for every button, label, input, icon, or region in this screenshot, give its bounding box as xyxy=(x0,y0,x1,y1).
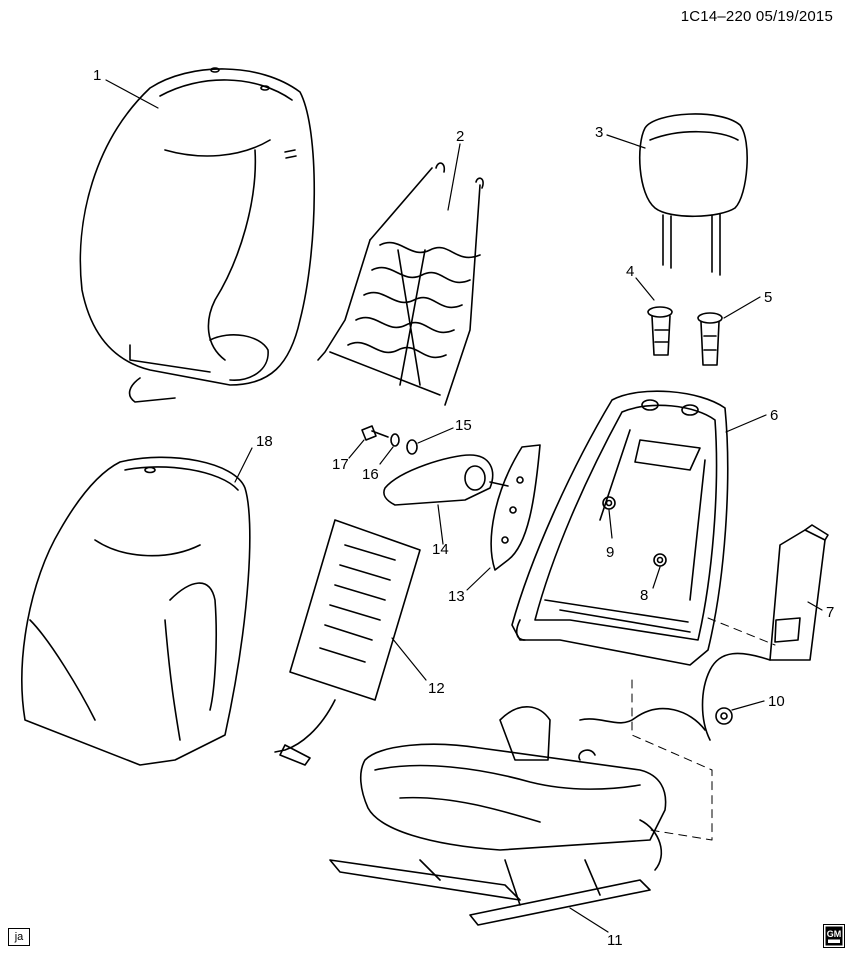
diagram-reference-code: 1C14–220 05/19/2015 xyxy=(680,8,833,25)
part-seatback-cover-upper xyxy=(79,67,316,403)
callout-16: 16 xyxy=(362,466,379,483)
part-suspension-wire xyxy=(317,162,484,406)
callout-18: 18 xyxy=(256,433,273,450)
part-bolt-17 xyxy=(361,425,389,441)
part-washer-15 xyxy=(406,439,418,455)
part-seat-cushion-assembly xyxy=(329,706,706,926)
callout-7: 7 xyxy=(826,604,834,621)
part-fastener-10 xyxy=(715,707,733,725)
callout-4: 4 xyxy=(626,263,634,280)
svg-text:GM: GM xyxy=(827,929,842,939)
part-nut-9 xyxy=(602,496,616,510)
callout-10: 10 xyxy=(768,693,785,710)
callout-6: 6 xyxy=(770,407,778,424)
callout-11: 11 xyxy=(607,932,623,949)
callout-2: 2 xyxy=(456,128,464,145)
part-seatback-frame xyxy=(511,390,729,666)
part-seatback-cover-lower xyxy=(21,456,251,766)
part-washer-16 xyxy=(390,433,400,447)
part-armrest-bracket xyxy=(490,444,541,571)
footer-badge: ja xyxy=(8,928,30,946)
callout-17: 17 xyxy=(332,456,349,473)
callout-12: 12 xyxy=(428,680,445,697)
part-headrest xyxy=(638,113,748,276)
callout-13: 13 xyxy=(448,588,465,605)
part-armrest xyxy=(383,454,509,506)
part-airbag-module xyxy=(701,524,829,741)
part-headrest-guide-right xyxy=(697,312,723,366)
callout-1: 1 xyxy=(93,67,101,84)
callout-9: 9 xyxy=(606,544,614,561)
part-headrest-guide-left xyxy=(647,306,673,356)
callout-8: 8 xyxy=(640,587,648,604)
callout-14: 14 xyxy=(432,541,449,558)
callout-15: 15 xyxy=(455,417,472,434)
callout-numbers: 1 2 3 4 5 6 7 8 9 10 11 12 13 14 15 16 1… xyxy=(93,67,834,949)
gm-logo: GM xyxy=(823,924,845,948)
part-heater-pad xyxy=(274,519,421,766)
callout-3: 3 xyxy=(595,124,603,141)
relation-lines xyxy=(631,617,776,841)
part-nut-8 xyxy=(653,553,667,567)
callout-5: 5 xyxy=(764,289,772,306)
leader-lines xyxy=(105,79,823,933)
